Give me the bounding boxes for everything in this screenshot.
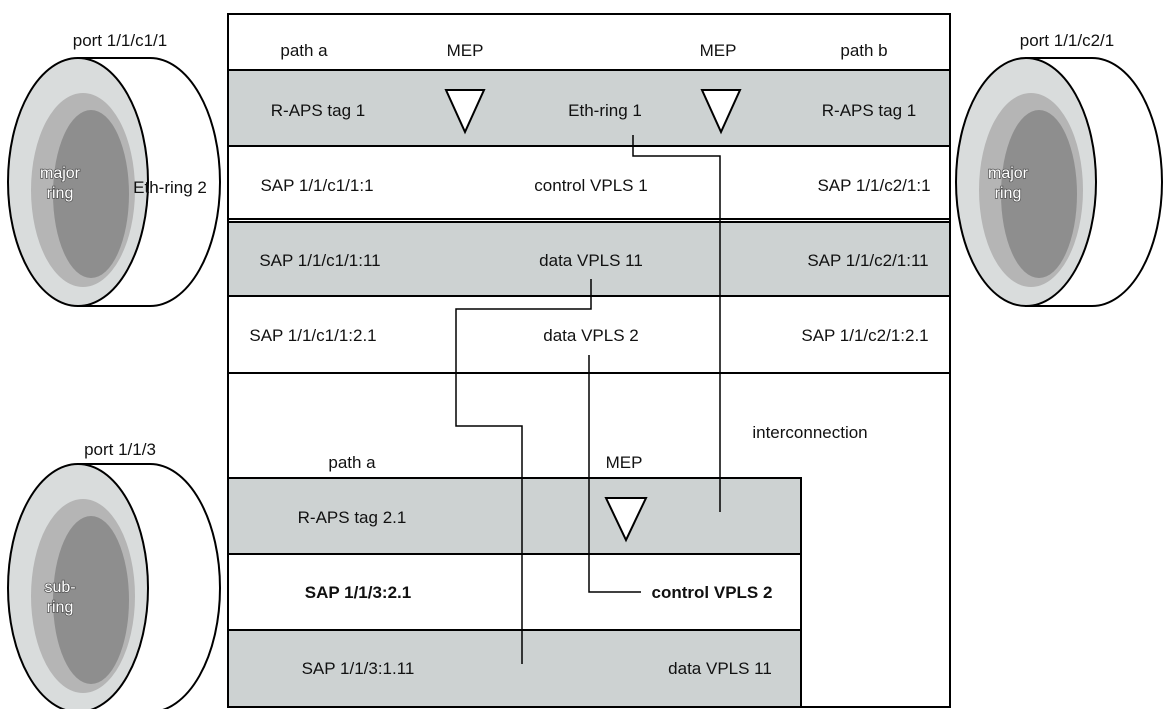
upper-row-2-center: control VPLS 1 — [534, 176, 647, 195]
lower-row-3-bg — [227, 629, 802, 708]
upper-row-3-bg — [227, 221, 951, 297]
upper-mep-left-label: MEP — [447, 41, 484, 60]
ring-inner — [53, 516, 129, 684]
mep-triangle-lower — [604, 497, 648, 543]
upper-row-4-right: SAP 1/1/c2/1:2.1 — [801, 326, 928, 345]
ring-label-line1: sub- — [44, 579, 75, 596]
lower-row-2-right: control VPLS 2 — [652, 583, 773, 602]
mep-triangle-left — [444, 89, 486, 135]
port-right-top-label: port 1/1/c2/1 — [1020, 31, 1115, 50]
lower-row-3-left: SAP 1/1/3:1.11 — [302, 659, 415, 678]
port-right-top: port 1/1/c2/1 major ring — [955, 31, 1163, 307]
lower-row-1-left: R-APS tag 2.1 — [298, 508, 407, 527]
interconnection-label: interconnection — [752, 423, 867, 442]
port-left-top-label: port 1/1/c1/1 — [73, 31, 168, 50]
ring-label-line2: ring — [995, 185, 1022, 202]
connector-data-vpls-2-control-vpls-2 — [588, 355, 641, 593]
ring-label-line1: major — [988, 165, 1029, 182]
upper-row-2-right: SAP 1/1/c2/1:1 — [817, 176, 930, 195]
upper-row-1-right: R-APS tag 1 — [822, 101, 917, 120]
lower-mep-label: MEP — [606, 453, 643, 472]
lower-row-2-left: SAP 1/1/3:2.1 — [305, 583, 411, 602]
ring-label-line2: ring — [47, 599, 74, 616]
upper-row-3-left: SAP 1/1/c1/1:11 — [259, 251, 380, 270]
upper-row-2-left: SAP 1/1/c1/1:1 — [260, 176, 373, 195]
ring-inner — [1001, 110, 1077, 278]
upper-row-1-center: Eth-ring 1 — [568, 101, 642, 120]
port-left-bottom: port 1/1/3 sub- ring — [7, 440, 221, 709]
connector-eth-ring-1-interconnection — [632, 135, 721, 512]
upper-row-4-left: SAP 1/1/c1/1:2.1 — [249, 326, 376, 345]
connector-data-vpls-11 — [455, 279, 592, 664]
port-left-top: port 1/1/c1/1 major ring Eth-ring 2 — [7, 31, 221, 307]
lower-path-a-label: path a — [328, 453, 376, 472]
eth-ring-2-label: Eth-ring 2 — [133, 178, 207, 197]
lower-row-2-bg — [227, 553, 802, 631]
upper-mep-right-label: MEP — [700, 41, 737, 60]
ring-label-line1: major — [40, 165, 81, 182]
upper-path-b-label: path b — [840, 41, 887, 60]
upper-path-a-label: path a — [280, 41, 328, 60]
lower-row-1-bg — [227, 477, 802, 555]
lower-row-3-right: data VPLS 11 — [668, 659, 772, 678]
upper-row-3-right: SAP 1/1/c2/1:11 — [807, 251, 928, 270]
upper-row-1-bg — [227, 69, 951, 147]
ring-inner — [53, 110, 129, 278]
mep-triangle-right — [700, 89, 742, 135]
upper-row-3-center: data VPLS 11 — [539, 251, 643, 270]
port-left-bottom-label: port 1/1/3 — [84, 440, 156, 459]
upper-row-1-left: R-APS tag 1 — [271, 101, 366, 120]
upper-row-4-center: data VPLS 2 — [543, 326, 638, 345]
ring-label-line2: ring — [47, 185, 74, 202]
